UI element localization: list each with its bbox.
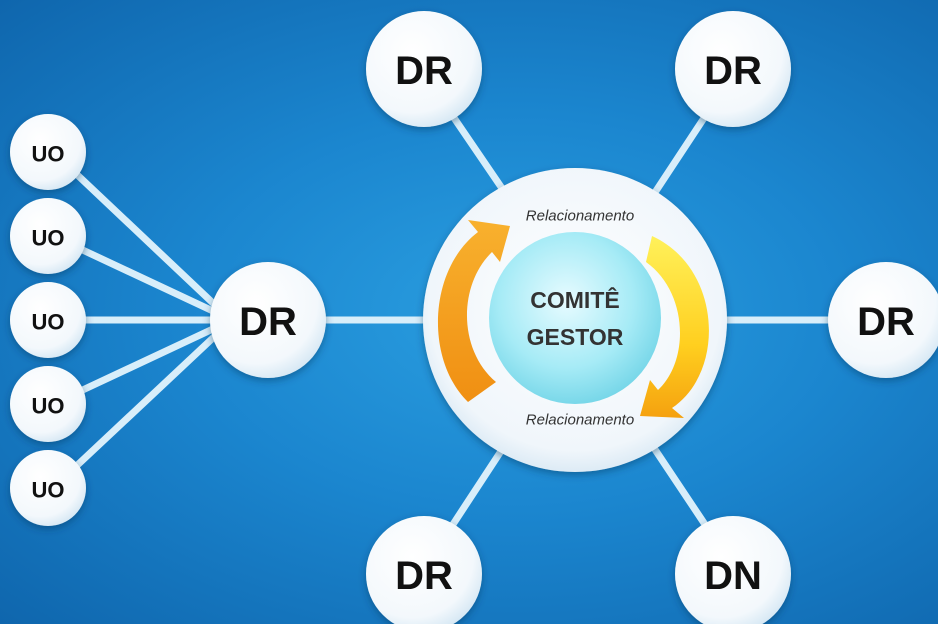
- connector-hub-dr-bottom-left: [444, 441, 509, 536]
- node-dr-top-right: DR: [675, 11, 791, 127]
- node-label: UO: [32, 142, 65, 167]
- node-uo-1: UO: [10, 114, 86, 190]
- node-uo-5: UO: [10, 450, 86, 526]
- connector-dr-uo-2: [68, 241, 219, 316]
- connector-dr-uo-4: [68, 324, 219, 399]
- connectors: [66, 108, 840, 536]
- cycle-arrow-right-icon: [640, 236, 709, 418]
- cycle-arrow-left-icon: [437, 220, 510, 402]
- node-dr-right: DR: [828, 262, 938, 378]
- connector-dr-uo-5: [66, 332, 219, 476]
- node-uo-3: UO: [10, 282, 86, 358]
- node-label: DN: [704, 554, 762, 598]
- node-dn-bottom-right: DN: [675, 516, 791, 624]
- node-label: UO: [32, 310, 65, 335]
- comite-gestor-hub: COMITÊ GESTOR Relacionamento Relacioname…: [423, 168, 727, 472]
- node-label: DR: [239, 300, 297, 344]
- node-uo-2: UO: [10, 198, 86, 274]
- node-dr-bottom-left: DR: [366, 516, 482, 624]
- node-label: UO: [32, 226, 65, 251]
- node-dr-left: DR: [210, 262, 326, 378]
- node-label: UO: [32, 478, 65, 503]
- node-label: DR: [857, 300, 915, 344]
- node-label: DR: [395, 554, 453, 598]
- hub-title-line-1: COMITÊ: [530, 286, 619, 313]
- connector-hub-dr-top-left: [446, 108, 514, 204]
- connector-dr-uo-1: [66, 164, 219, 309]
- hub-core-circle: [489, 232, 661, 404]
- node-label: DR: [395, 49, 453, 93]
- relationship-label-top: Relacionamento: [526, 208, 634, 225]
- connector-hub-dr-top-right: [646, 108, 712, 204]
- node-label: UO: [32, 394, 65, 419]
- node-label: DR: [704, 49, 762, 93]
- relationship-label-bottom: Relacionamento: [526, 412, 634, 429]
- node-uo-4: UO: [10, 366, 86, 442]
- node-dr-top-left: DR: [366, 11, 482, 127]
- connector-hub-dn-bottom-right: [648, 441, 714, 536]
- hub-title-line-2: GESTOR: [527, 324, 624, 350]
